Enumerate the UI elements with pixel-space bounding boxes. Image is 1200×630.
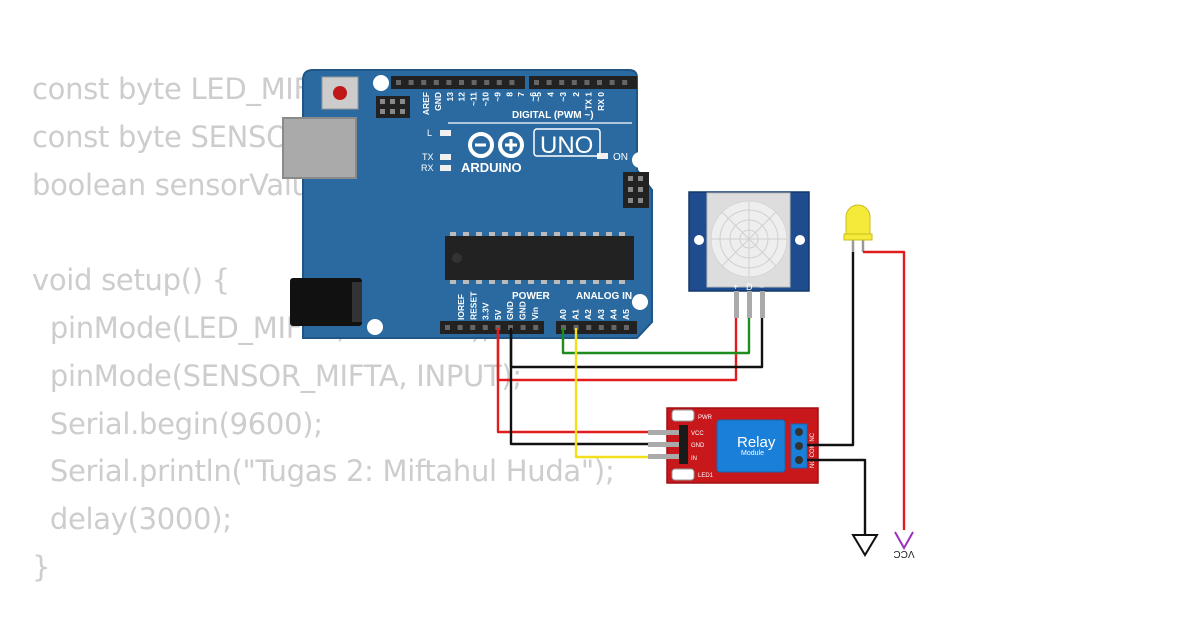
led-tx-label: TX bbox=[422, 152, 434, 162]
pin-label: 5V bbox=[493, 309, 503, 320]
pin-label: RESET bbox=[468, 291, 478, 320]
pin-label: RX 0 bbox=[596, 92, 606, 111]
mounting-hole bbox=[632, 152, 648, 168]
power-header[interactable] bbox=[440, 321, 637, 334]
relay-pwr-label: PWR bbox=[698, 415, 713, 421]
pin-label: GND bbox=[505, 301, 515, 320]
code-line: Serial.println("Tugas 2: Miftahul Huda")… bbox=[32, 454, 615, 489]
mounting-hole bbox=[373, 75, 389, 91]
pin-label: ~11 bbox=[469, 92, 479, 106]
ground-icon bbox=[851, 534, 879, 557]
pir-pin-vcc: + bbox=[733, 282, 738, 292]
pin-label: GND bbox=[518, 301, 528, 320]
pin-label: 3.3V bbox=[481, 302, 491, 320]
digital-header[interactable] bbox=[391, 76, 637, 89]
pin-label: ~9 bbox=[492, 92, 502, 102]
mounting-hole bbox=[367, 319, 383, 335]
arduino-model: UNO bbox=[540, 132, 593, 159]
pin-label: 4 bbox=[546, 92, 556, 97]
relay-pin-vcc: VCC bbox=[691, 431, 704, 437]
arduino-logo-icon bbox=[468, 132, 524, 158]
wire-black-relay-gnd bbox=[807, 458, 867, 535]
yellow-led[interactable] bbox=[843, 204, 873, 252]
wire-black-led-com bbox=[807, 252, 855, 447]
pin-label: AREF bbox=[421, 92, 431, 115]
pin-label: 12 bbox=[457, 92, 467, 102]
pin-label: ~5 bbox=[533, 92, 543, 102]
relay-pin-gnd: GND bbox=[691, 443, 705, 449]
pir-pin-gnd: − bbox=[759, 282, 764, 292]
pir-pin-d: D bbox=[746, 282, 753, 292]
pin-label: 8 bbox=[504, 92, 514, 97]
wire-green-sensor bbox=[561, 318, 751, 355]
pin-label: ~6 bbox=[528, 92, 538, 102]
code-line: void setup() { bbox=[32, 263, 230, 298]
vcc-arrow-icon bbox=[894, 531, 914, 551]
relay-module[interactable]: PWR LED1 VCC GND IN Relay Module NO COM … bbox=[648, 407, 819, 484]
pin-label: ~3 bbox=[558, 92, 568, 102]
led-tx bbox=[440, 154, 451, 160]
pin-label: A4 bbox=[608, 309, 618, 320]
led-rx-label: RX bbox=[421, 163, 434, 173]
relay-subtitle: Module bbox=[741, 450, 764, 457]
pin-label: TX 1 bbox=[583, 92, 593, 110]
wire-red-5v-relay bbox=[496, 328, 648, 434]
code-line: } bbox=[32, 549, 51, 584]
code-line: delay(3000); bbox=[32, 502, 232, 537]
pir-motion-sensor[interactable]: + D − bbox=[688, 191, 810, 318]
usb-connector bbox=[282, 117, 357, 179]
wires bbox=[496, 250, 906, 535]
led-l-label: L bbox=[427, 128, 432, 138]
relay-contacts-label: NO COM NC bbox=[810, 432, 816, 468]
reset-button-cap[interactable] bbox=[333, 86, 347, 100]
microcontroller-chip bbox=[445, 232, 634, 284]
code-line: Serial.begin(9600); bbox=[32, 406, 323, 441]
pin-label: IOREF bbox=[456, 294, 466, 320]
pin-label: ~10 bbox=[481, 92, 491, 107]
pin-label: 13 bbox=[445, 92, 455, 102]
dc-power-jack bbox=[290, 278, 362, 326]
pin-label: A1 bbox=[571, 309, 581, 320]
arduino-brand: ARDUINO bbox=[461, 160, 522, 175]
led-l bbox=[440, 130, 451, 136]
pin-label: A5 bbox=[621, 309, 631, 320]
led-on bbox=[597, 153, 608, 159]
pin-label: 7 bbox=[516, 92, 526, 97]
relay-pin-in: IN bbox=[691, 456, 697, 462]
pin-label: A0 bbox=[558, 309, 568, 320]
pin-label: A3 bbox=[596, 309, 606, 320]
pin-label: 2 bbox=[571, 92, 581, 97]
led-on-label: ON bbox=[613, 152, 628, 163]
mounting-hole bbox=[632, 294, 648, 310]
wire-black-gnd-relay bbox=[509, 328, 648, 446]
wire-red-led-vcc bbox=[863, 250, 906, 530]
icsp-header-2 bbox=[623, 172, 649, 208]
relay-led-label: LED1 bbox=[698, 473, 714, 479]
relay-title: Relay bbox=[737, 434, 776, 451]
wire-yellow-relay-in bbox=[574, 328, 648, 459]
pin-label: Vin bbox=[530, 307, 540, 320]
analog-label: ANALOG IN bbox=[576, 291, 632, 302]
vcc-label: VCC bbox=[893, 548, 914, 559]
relay-cube bbox=[716, 419, 786, 473]
power-label: POWER bbox=[512, 291, 551, 302]
digital-label: DIGITAL (PWM ~) bbox=[512, 110, 594, 121]
code-line: pinMode(SENSOR_MIFTA, INPUT); bbox=[32, 358, 522, 393]
icsp-header bbox=[376, 96, 410, 118]
led-rx bbox=[440, 165, 451, 171]
pin-label: GND bbox=[433, 92, 443, 111]
pin-label: A2 bbox=[583, 309, 593, 320]
